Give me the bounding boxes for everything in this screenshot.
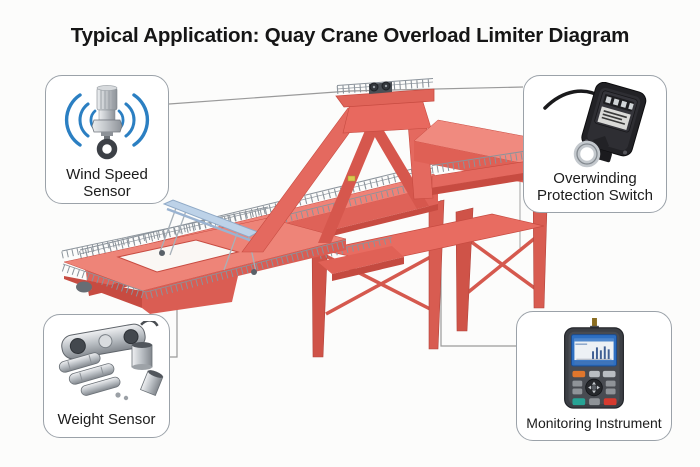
callout-wind-speed-sensor: Wind Speed Sensor (45, 75, 169, 204)
crane-apex-platform (335, 78, 435, 134)
callout-label: Overwinding Protection Switch (537, 170, 653, 205)
portal-lower-platform (318, 246, 404, 274)
page-title: Typical Application: Quay Crane Overload… (70, 24, 630, 47)
connector-wind-to-crane (168, 86, 524, 105)
weight-sensor-icon (58, 321, 163, 401)
load-pins (58, 352, 120, 396)
crane-trolley (159, 199, 260, 275)
load-cell-beam (60, 321, 159, 360)
callout-label: Weight Sensor (57, 410, 156, 428)
hook-eye (96, 138, 118, 160)
callout-overwinding-protection-switch: Overwinding Protection Switch (523, 75, 667, 213)
monitoring-instrument-icon (564, 318, 624, 409)
callout-label: Wind Speed Sensor (66, 166, 148, 201)
waveform-bars (592, 346, 610, 360)
wind-speed-sensor-icon (64, 85, 150, 160)
cylinder-sensors (131, 342, 163, 397)
crane-left-platform (61, 206, 347, 314)
callout-weight-sensor: Weight Sensor (43, 314, 170, 438)
function-button (572, 370, 586, 378)
overwinding-protection-switch-icon (543, 82, 647, 168)
wireless-waves-icon (64, 93, 150, 147)
callout-monitoring-instrument: Monitoring Instrument (516, 311, 672, 441)
hoist-lamp (347, 175, 356, 182)
antenna (592, 318, 597, 328)
callout-label: Monitoring Instrument (526, 414, 662, 431)
platform-hatch (116, 239, 240, 273)
